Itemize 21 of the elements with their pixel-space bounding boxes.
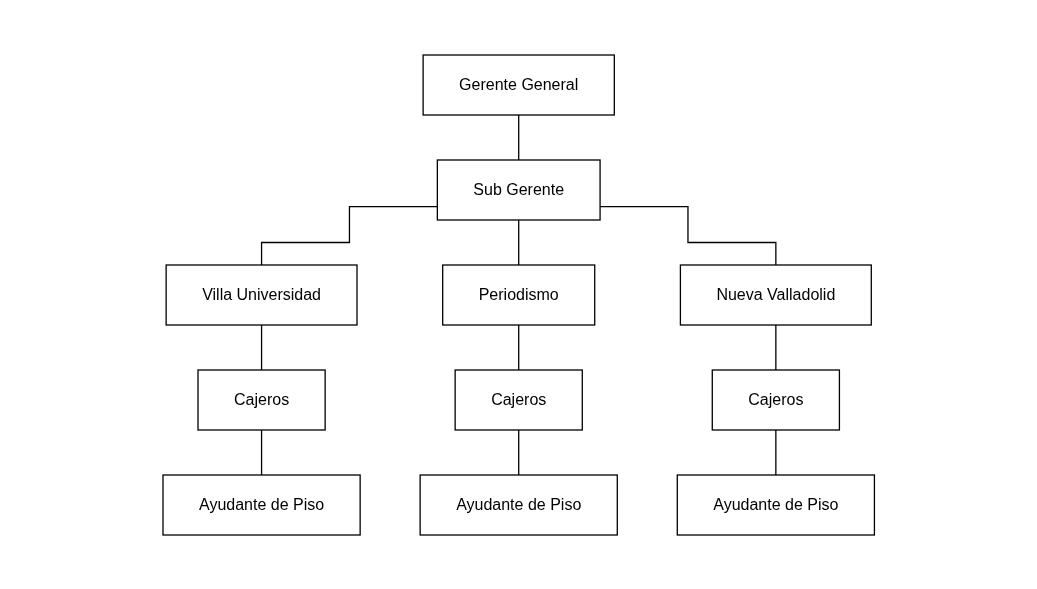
connector xyxy=(775,323,777,371)
node-box: Ayudante de Piso xyxy=(419,473,618,536)
connector xyxy=(599,205,777,266)
connector xyxy=(517,428,520,476)
node-box: Sub Gerente xyxy=(436,158,601,221)
connector xyxy=(260,428,262,476)
connector xyxy=(517,113,520,161)
node-box: Cajeros xyxy=(197,368,326,431)
connector xyxy=(775,428,777,476)
connector xyxy=(260,205,438,266)
node-box: Periodismo xyxy=(441,263,596,326)
node-box: Cajeros xyxy=(454,368,583,431)
connector xyxy=(260,323,262,371)
node-box: Nueva Valladolid xyxy=(679,263,872,326)
connector xyxy=(517,323,520,371)
node-box: Cajeros xyxy=(711,368,840,431)
connector xyxy=(517,218,520,266)
node-box: Gerente General xyxy=(422,53,615,116)
node-box: Villa Universidad xyxy=(165,263,358,326)
node-box: Ayudante de Piso xyxy=(676,473,875,536)
node-box: Ayudante de Piso xyxy=(162,473,361,536)
